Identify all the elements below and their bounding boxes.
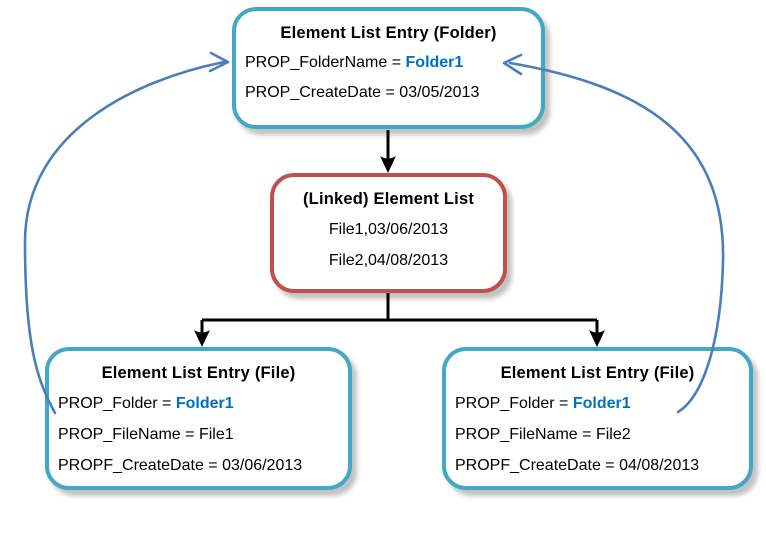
node-folder-line-foldername: PROP_FolderName = Folder1 (236, 48, 541, 78)
node-linked-list-title: (Linked) Element List (302, 190, 475, 208)
file1-folder-label: PROP_Folder = (58, 395, 176, 412)
node-file2-entry: Element List Entry (File) PROP_Folder = … (442, 347, 753, 490)
node-file1-line-createdate: PROPF_CreateDate = 03/06/2013 (58, 457, 303, 474)
connector-list-to-files (200, 293, 599, 337)
linked-list-item-file2: File2,04/08/2013 (328, 252, 449, 269)
prop-foldername-value: Folder1 (405, 54, 464, 71)
node-file1-line-folder: PROP_Folder = Folder1 (49, 388, 348, 419)
node-file2-title: Element List Entry (File) (500, 364, 695, 382)
link-file1-to-folder-head (208, 51, 230, 73)
prop-foldername-label: PROP_FolderName = (245, 54, 406, 71)
node-file2-line-filename: PROP_FileName = File2 (455, 426, 631, 443)
node-file1-line-filename: PROP_FileName = File1 (58, 426, 234, 443)
arrow-list-to-file2-head (589, 330, 605, 347)
node-folder-entry: Element List Entry (Folder) PROP_FolderN… (232, 7, 545, 129)
file2-folder-label: PROP_Folder = (455, 395, 573, 412)
file2-folder-value: Folder1 (572, 395, 631, 412)
node-file2-line-createdate: PROPF_CreateDate = 04/08/2013 (455, 457, 700, 474)
arrow-folder-to-list-head (380, 156, 396, 173)
file1-folder-value: Folder1 (175, 395, 234, 412)
node-folder-title: Element List Entry (Folder) (280, 24, 497, 42)
node-folder-line-createdate: PROP_CreateDate = 03/05/2013 (245, 84, 480, 101)
node-file1-entry: Element List Entry (File) PROP_Folder = … (45, 347, 352, 490)
node-file2-line-folder: PROP_Folder = Folder1 (446, 388, 749, 419)
linked-list-item-file1: File1,03/06/2013 (328, 221, 449, 238)
node-file1-title: Element List Entry (File) (101, 364, 296, 382)
node-linked-element-list: (Linked) Element List File1,03/06/2013 F… (270, 173, 507, 293)
arrow-list-to-file1-head (194, 330, 210, 347)
